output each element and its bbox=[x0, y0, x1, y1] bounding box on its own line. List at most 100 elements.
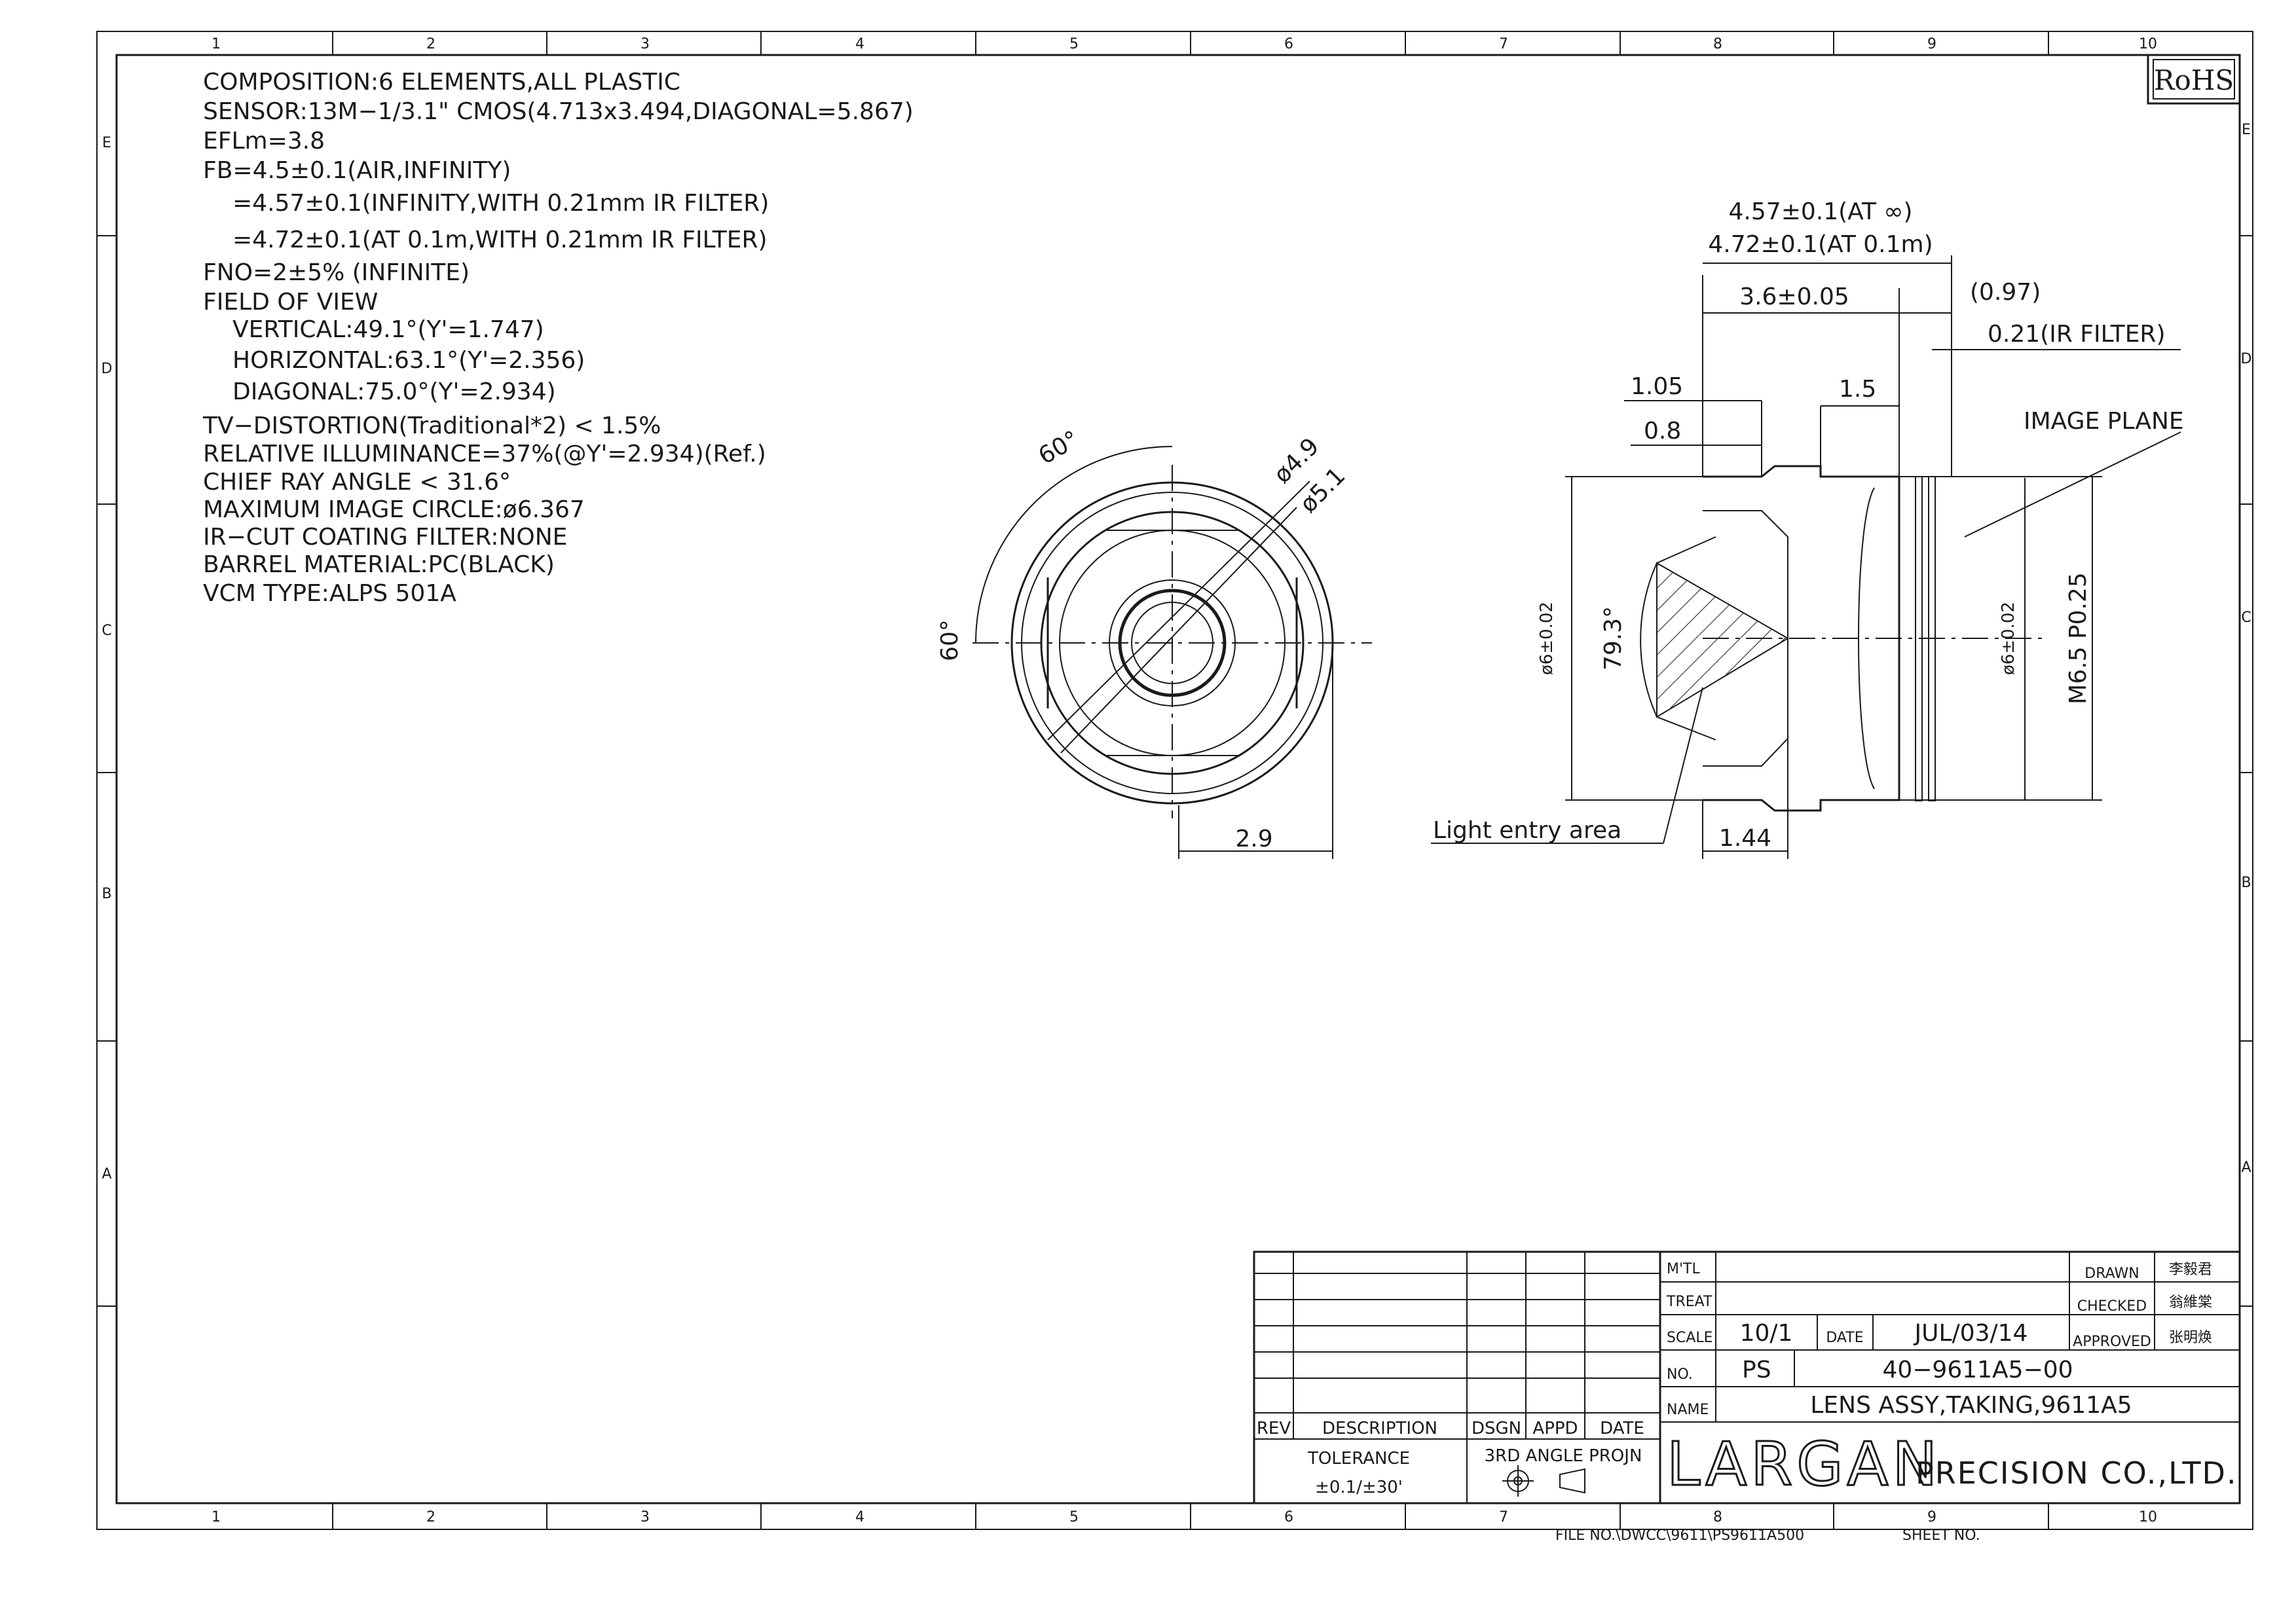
zone-row-e-right: E bbox=[2242, 122, 2251, 138]
zone-col-7-bottom: 7 bbox=[1499, 1509, 1508, 1525]
tb-treat: TREAT bbox=[1666, 1294, 1713, 1310]
spec-line: HORIZONTAL:63.1°(Y'=2.356) bbox=[232, 347, 585, 374]
tb-approved: APPROVED bbox=[2073, 1334, 2151, 1350]
tb-appd: APPD bbox=[1532, 1419, 1578, 1438]
spec-line: CHIEF RAY ANGLE < 31.6° bbox=[203, 469, 511, 496]
side-dim-total-infinity: 4.57±0.1(AT ∞) bbox=[1729, 198, 1913, 225]
tb-no-prefix: PS bbox=[1742, 1357, 1771, 1383]
zone-row-b-right: B bbox=[2241, 875, 2251, 891]
spec-line: SENSOR:13M−1/3.1" CMOS(4.713x3.494,DIAGO… bbox=[203, 98, 914, 125]
spec-line: COMPOSITION:6 ELEMENTS,ALL PLASTIC bbox=[203, 69, 680, 96]
spec-line: DIAGONAL:75.0°(Y'=2.934) bbox=[232, 378, 556, 405]
side-angle: 79.3° bbox=[1600, 606, 1627, 670]
side-dim-105: 1.05 bbox=[1631, 373, 1683, 400]
tb-no-label: NO. bbox=[1667, 1366, 1693, 1383]
tb-date-head: DATE bbox=[1600, 1419, 1644, 1438]
tb-scale-label: SCALE bbox=[1667, 1330, 1713, 1346]
tb-part-number: 40−9611A5−00 bbox=[1882, 1357, 2073, 1383]
tb-sign-approved: 张明焕 bbox=[2169, 1330, 2212, 1346]
spec-line: =4.57±0.1(INFINITY,WITH 0.21mm IR FILTER… bbox=[232, 190, 769, 217]
spec-line: =4.72±0.1(AT 0.1m,WITH 0.21mm IR FILTER) bbox=[232, 227, 768, 253]
tb-description: DESCRIPTION bbox=[1322, 1419, 1437, 1438]
largan-logo: LARGAN bbox=[1667, 1429, 1941, 1499]
side-dia-left: ø6±0.02 bbox=[1537, 602, 1557, 675]
front-angle-top: 60° bbox=[1034, 426, 1084, 469]
spec-line: EFLm=3.8 bbox=[203, 128, 325, 155]
zone-col-2: 2 bbox=[426, 36, 435, 52]
zone-col-6-bottom: 6 bbox=[1284, 1509, 1293, 1525]
zone-row-a: A bbox=[102, 1166, 111, 1182]
zone-row-c: C bbox=[102, 623, 111, 639]
spec-line: IR−CUT COATING FILTER:NONE bbox=[203, 524, 567, 551]
side-view: 4.57±0.1(AT ∞) 4.72±0.1(AT 0.1m) 3.6±0.0… bbox=[1431, 198, 2184, 859]
zone-col-10: 10 bbox=[2139, 36, 2157, 52]
side-dim-097: (0.97) bbox=[1970, 279, 2041, 306]
side-thread: M6.5 P0.25 bbox=[2065, 572, 2092, 704]
spec-line: FNO=2±5% (INFINITE) bbox=[203, 259, 470, 286]
tb-name-label: NAME bbox=[1667, 1402, 1709, 1418]
zone-row-c-right: C bbox=[2241, 610, 2251, 626]
side-image-plane: IMAGE PLANE bbox=[2024, 408, 2184, 435]
zone-row-e: E bbox=[102, 135, 111, 151]
front-angle-left: 60° bbox=[936, 619, 963, 661]
sheet-no: SHEET NO. bbox=[1902, 1527, 1980, 1544]
zone-row-d: D bbox=[102, 361, 113, 377]
zone-col-8: 8 bbox=[1713, 36, 1722, 52]
tb-tolerance-label: TOLERANCE bbox=[1307, 1449, 1410, 1468]
zone-labels: 1 2 3 4 5 6 7 8 9 10 1 2 3 4 5 6 7 8 9 1… bbox=[102, 36, 2252, 1525]
tb-scale-value: 10/1 bbox=[1740, 1320, 1793, 1347]
zone-col-2-bottom: 2 bbox=[426, 1509, 435, 1525]
tb-mtl: M'TL bbox=[1667, 1261, 1700, 1277]
zone-row-a-right: A bbox=[2241, 1159, 2251, 1176]
rohs-badge: RoHS bbox=[2147, 54, 2241, 105]
zone-col-7: 7 bbox=[1499, 36, 1508, 52]
tb-name-value: LENS ASSY,TAKING,9611A5 bbox=[1810, 1392, 2132, 1419]
spec-line: BARREL MATERIAL:PC(BLACK) bbox=[203, 551, 555, 578]
rohs-label: RoHS bbox=[2154, 64, 2234, 96]
spec-line: FB=4.5±0.1(AIR,INFINITY) bbox=[203, 157, 511, 184]
tb-tolerance-value: ±0.1/±30' bbox=[1315, 1478, 1403, 1497]
tb-checked: CHECKED bbox=[2077, 1298, 2147, 1315]
sheet-border bbox=[96, 31, 2253, 1530]
title-block: REV DESCRIPTION DSGN APPD DATE TOLERANCE… bbox=[1253, 1250, 2241, 1504]
zone-row-b: B bbox=[102, 886, 111, 902]
spec-line: MAXIMUM IMAGE CIRCLE:ø6.367 bbox=[203, 496, 585, 523]
zone-col-5-bottom: 5 bbox=[1069, 1509, 1079, 1525]
zone-col-3-bottom: 3 bbox=[640, 1509, 650, 1525]
sheet-footer: FILE NO.\DWCC\9611\PS9611A500 SHEET NO. bbox=[1555, 1527, 1980, 1544]
tb-rev: REV bbox=[1257, 1419, 1291, 1438]
tb-date-label: DATE bbox=[1826, 1330, 1863, 1346]
tb-sign-drawn: 李毅君 bbox=[2169, 1262, 2212, 1278]
tb-projection: 3RD ANGLE PROJN bbox=[1485, 1446, 1642, 1466]
zone-col-1-bottom: 1 bbox=[212, 1509, 221, 1525]
zone-col-4: 4 bbox=[855, 36, 864, 52]
zone-col-3: 3 bbox=[640, 36, 650, 52]
spec-line: VERTICAL:49.1°(Y'=1.747) bbox=[232, 316, 544, 343]
side-light-entry: Light entry area bbox=[1433, 817, 1621, 844]
side-dim-021: 0.21(IR FILTER) bbox=[1988, 321, 2166, 348]
zone-row-d-right: D bbox=[2241, 351, 2252, 367]
zone-col-4-bottom: 4 bbox=[855, 1509, 864, 1525]
side-dim-144: 1.44 bbox=[1719, 825, 1771, 852]
side-dia-right: ø6±0.02 bbox=[1999, 602, 2018, 675]
zone-col-5: 5 bbox=[1069, 36, 1079, 52]
zone-col-9-bottom: 9 bbox=[1927, 1509, 1936, 1525]
front-width: 2.9 bbox=[1235, 826, 1272, 852]
side-dim-36: 3.6±0.05 bbox=[1739, 283, 1849, 310]
zone-col-6: 6 bbox=[1284, 36, 1293, 52]
side-dim-15: 1.5 bbox=[1839, 376, 1876, 403]
zone-col-8-bottom: 8 bbox=[1713, 1509, 1722, 1525]
spec-notes: COMPOSITION:6 ELEMENTS,ALL PLASTIC SENSO… bbox=[202, 69, 914, 607]
tb-date-value: JUL/03/14 bbox=[1914, 1320, 2028, 1347]
spec-line: FIELD OF VIEW bbox=[203, 289, 378, 316]
spec-line: VCM TYPE:ALPS 501A bbox=[203, 580, 456, 607]
zone-col-1: 1 bbox=[212, 36, 221, 52]
side-dim-08: 0.8 bbox=[1644, 418, 1681, 445]
company-name: PRECISION CO.,LTD. bbox=[1916, 1455, 2238, 1491]
tb-sign-checked: 翁維棠 bbox=[2169, 1294, 2212, 1311]
file-no: FILE NO.\DWCC\9611\PS9611A500 bbox=[1555, 1527, 1804, 1544]
spec-line: TV−DISTORTION(Traditional*2) < 1.5% bbox=[202, 412, 661, 439]
zone-col-10-bottom: 10 bbox=[2139, 1509, 2157, 1525]
spec-line: RELATIVE ILLUMINANCE=37%(@Y'=2.934)(Ref.… bbox=[203, 441, 766, 467]
